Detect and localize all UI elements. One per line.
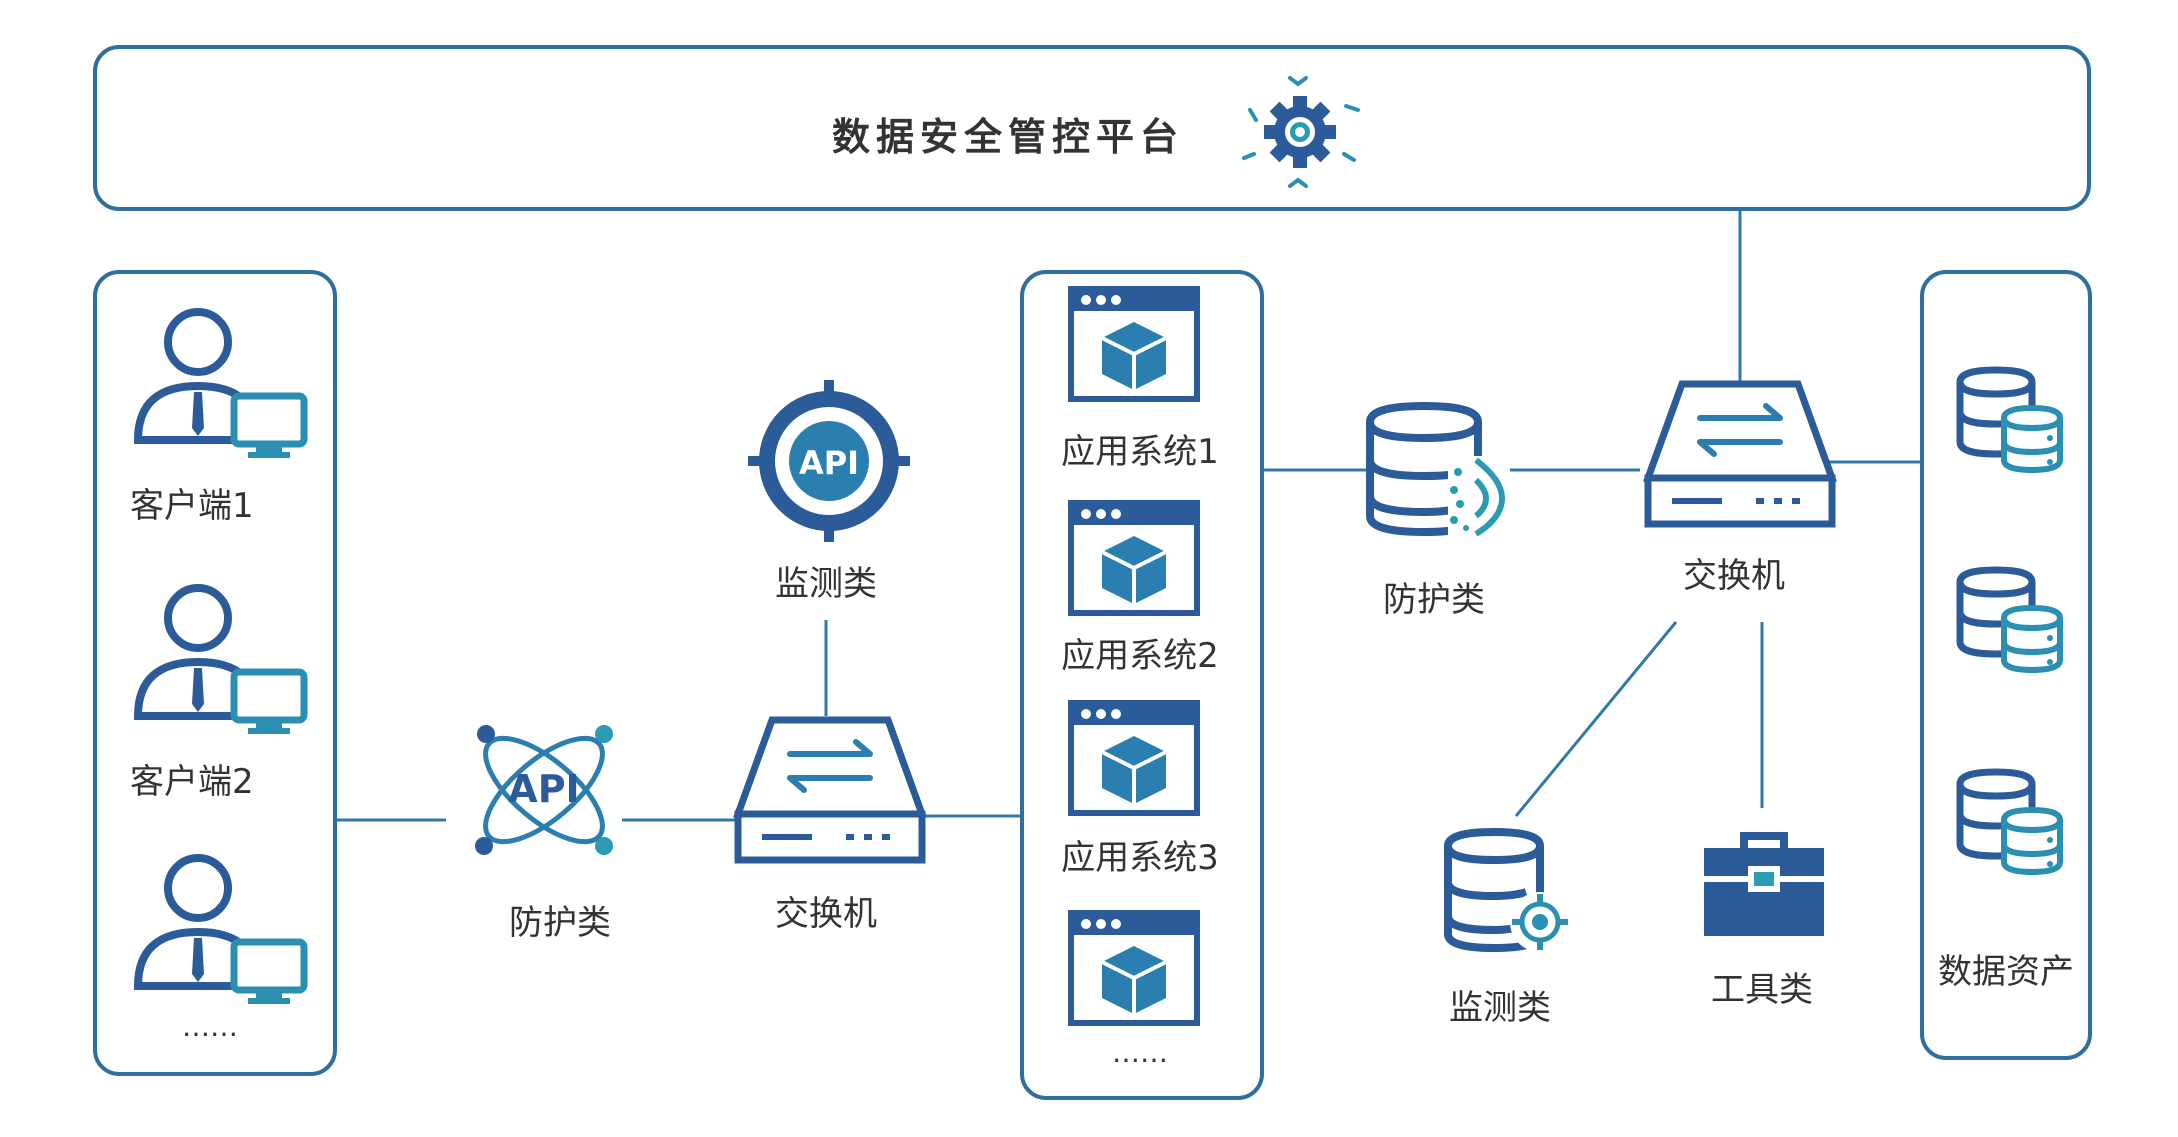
right-protection-label: 防护类 xyxy=(1383,580,1485,620)
client-label-1: 客户端1 xyxy=(130,486,254,526)
app-window-icon xyxy=(1068,286,1200,402)
client-user-icon xyxy=(133,308,308,458)
right-switch-label: 交换机 xyxy=(1683,556,1785,596)
database-asset-icon xyxy=(1956,566,2063,674)
platform-panel xyxy=(93,45,2091,211)
line-switch-to-monitor xyxy=(1514,621,1678,817)
database-monitor-icon xyxy=(1444,828,1570,953)
app-window-icon xyxy=(1068,500,1200,616)
api-monitor-icon: API xyxy=(748,380,910,542)
app-label-2: 应用系统2 xyxy=(1061,636,1219,676)
platform-title: 数据安全管控平台 xyxy=(832,115,1185,159)
svg-text:API: API xyxy=(799,444,859,482)
gear-icon xyxy=(1242,76,1360,188)
api-protection-icon: API xyxy=(475,725,613,855)
app-label-3: 应用系统3 xyxy=(1061,838,1219,878)
right-monitor-label: 监测类 xyxy=(1449,988,1551,1028)
client-label-2: 客户端2 xyxy=(130,762,254,802)
tools-label: 工具类 xyxy=(1711,970,1813,1010)
toolbox-icon xyxy=(1704,832,1824,936)
client-user-icon xyxy=(133,854,308,1004)
left-switch-label: 交换机 xyxy=(775,894,877,934)
clients-more: …… xyxy=(182,1010,238,1043)
database-protection-icon xyxy=(1366,401,1510,538)
app-label-1: 应用系统1 xyxy=(1061,432,1219,472)
switch-icon xyxy=(733,716,927,864)
app-window-icon xyxy=(1068,700,1200,816)
app-window-icon xyxy=(1068,910,1200,1026)
client-user-icon xyxy=(133,584,308,734)
svg-text:API: API xyxy=(508,767,579,811)
left-monitor-label: 监测类 xyxy=(775,564,877,604)
left-protection-label: 防护类 xyxy=(509,903,611,943)
switch-icon xyxy=(1643,380,1837,528)
assets-label: 数据资产 xyxy=(1938,952,2074,992)
database-asset-icon xyxy=(1956,768,2063,876)
database-asset-icon xyxy=(1956,366,2063,474)
apps-more: …… xyxy=(1112,1036,1168,1069)
